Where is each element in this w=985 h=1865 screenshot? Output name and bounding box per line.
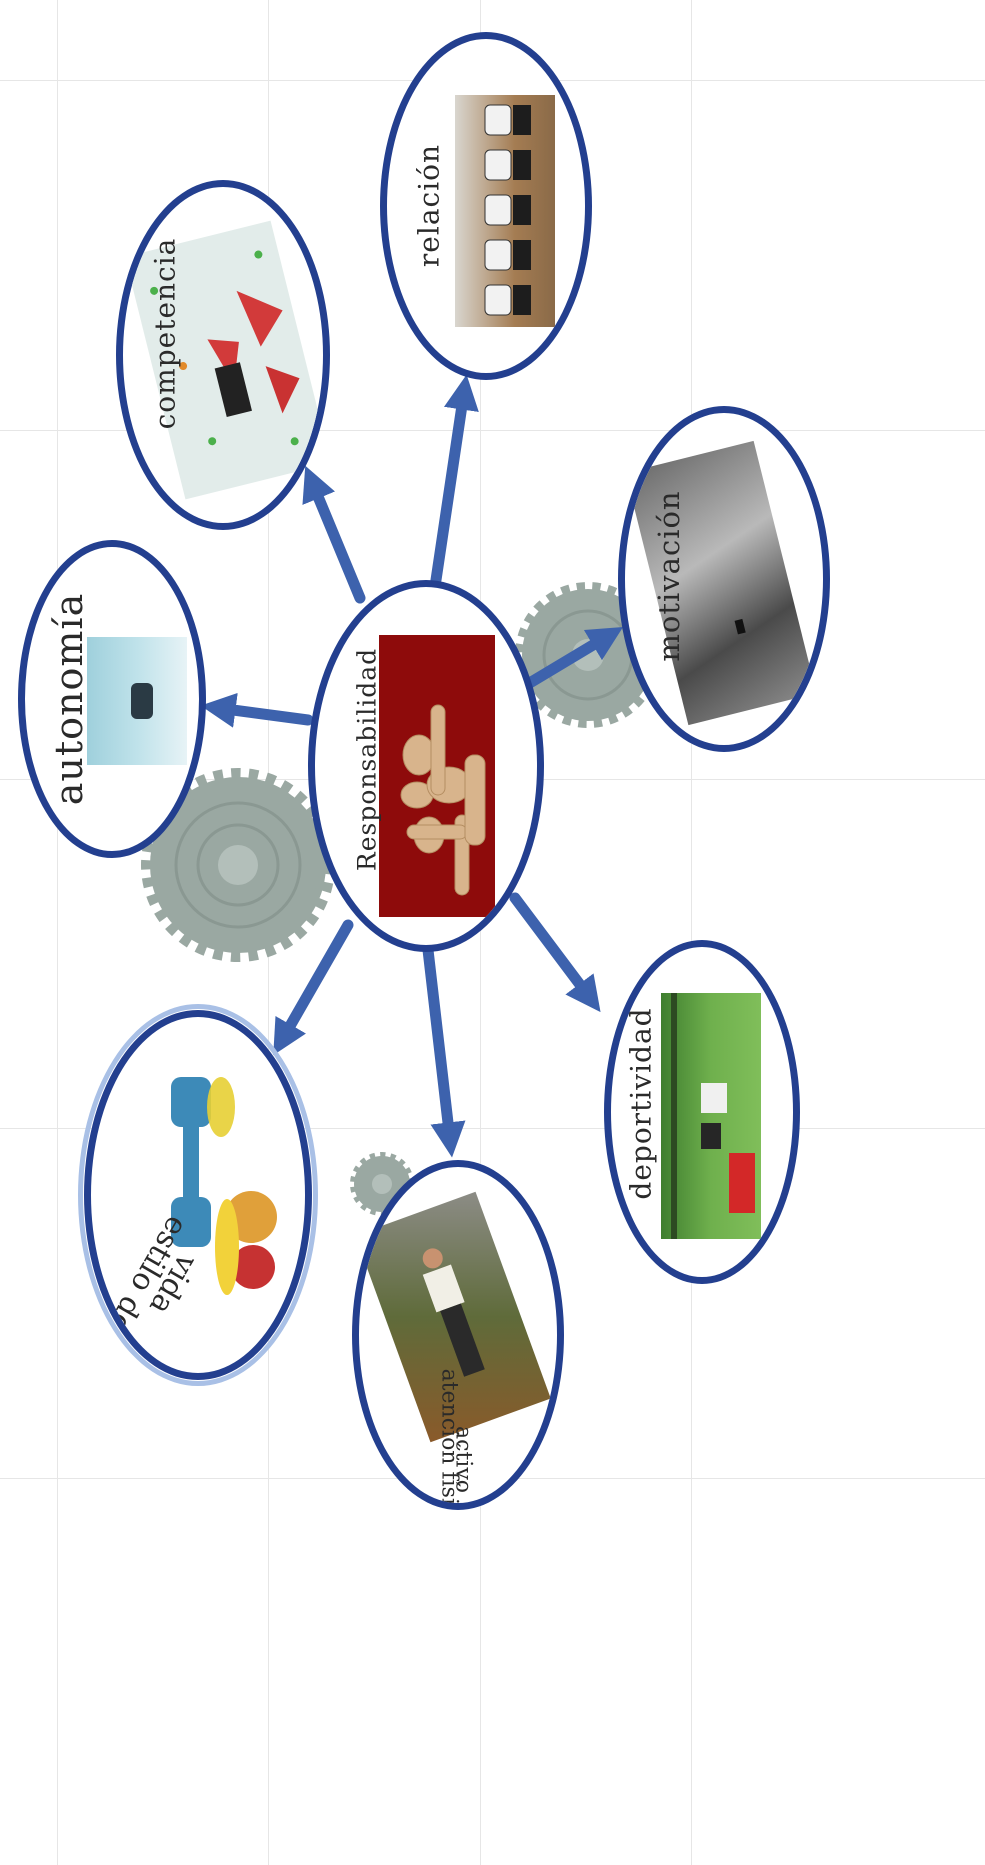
team-photo	[455, 95, 555, 327]
mannequin-icon	[400, 704, 486, 896]
arrow-to-estilo	[273, 919, 354, 1056]
estilo-glow-ring	[78, 1004, 318, 1386]
players-icon	[671, 993, 755, 1239]
dumbbell-fruit-icon	[171, 1077, 277, 1295]
node-estilo-de-vida[interactable]: estilo de vida	[84, 1010, 312, 1380]
arrow-to-relacion	[430, 374, 479, 586]
arrow-to-deportividad	[509, 892, 601, 1013]
man-icon	[422, 1248, 485, 1377]
team-icon	[484, 104, 531, 316]
walking-man-photo	[359, 1191, 551, 1443]
node-relacion[interactable]: relación	[380, 32, 592, 380]
climber-icon	[150, 250, 300, 446]
arrow-group	[200, 374, 624, 1158]
node-competencia[interactable]: competencia	[116, 180, 330, 530]
wooden-figures-photo	[379, 635, 495, 917]
arrow-to-competencia	[302, 465, 366, 604]
arrow-to-motivacion	[522, 626, 624, 690]
center-label: Responsabilidad	[352, 647, 382, 872]
arrow-to-atencion	[422, 944, 466, 1158]
relacion-label: relación	[412, 143, 446, 268]
grid-line	[0, 1128, 985, 1129]
competencia-label: competencia	[148, 237, 182, 430]
deportividad-label: deportividad	[624, 1007, 658, 1200]
grid-line	[480, 0, 481, 1865]
motivacion-label: motivación	[652, 490, 686, 662]
node-motivacion[interactable]: motivación	[618, 406, 830, 752]
arrow-to-autonomia	[200, 692, 314, 728]
grid-line	[57, 0, 58, 1865]
climbing-wall-photo	[124, 220, 323, 500]
autonomia-label: autonomía	[47, 592, 91, 806]
center-node-responsabilidad[interactable]: Responsabilidad	[308, 580, 544, 952]
dumbbell-fruit-photo	[161, 1067, 281, 1307]
node-atencion[interactable]: atención física activo	[352, 1160, 564, 1510]
grid-line	[691, 0, 692, 1865]
node-autonomia[interactable]: autonomía	[18, 540, 206, 858]
football-photo	[661, 993, 761, 1239]
grid-line	[0, 430, 985, 431]
person-icon	[734, 618, 746, 635]
person-icon	[131, 683, 153, 719]
node-deportividad[interactable]: deportividad	[604, 940, 800, 1284]
autonomia-photo	[87, 637, 187, 765]
atencion-label-line2: activo	[450, 1426, 476, 1493]
